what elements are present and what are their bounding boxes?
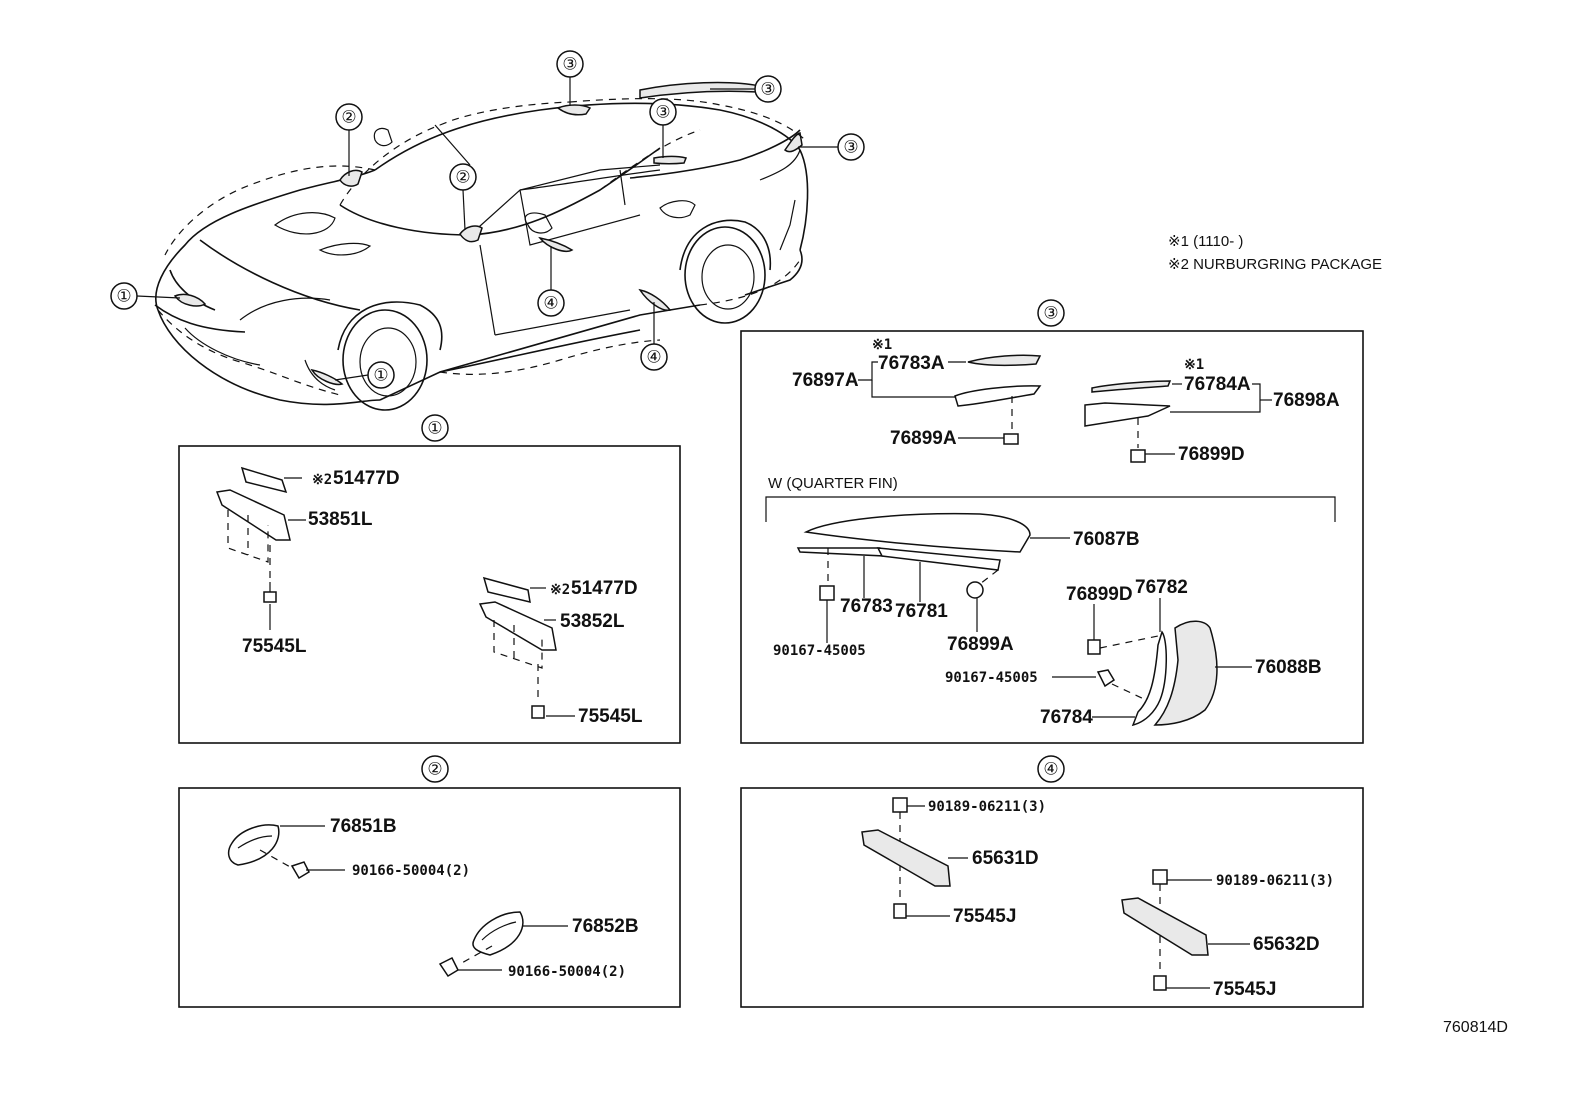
part-76087B: 76087B [1073, 529, 1140, 550]
callout-4-skirt: ④ [646, 348, 661, 367]
part-75545L-b: 75545L [578, 706, 643, 727]
part-76088B: 76088B [1255, 657, 1322, 678]
mark-2-b: ※2 [550, 582, 570, 598]
part-76897A: 76897A [792, 370, 859, 391]
section-1-label: ① [427, 419, 442, 438]
part-90189-06211-a: 90189-06211(3) [928, 799, 1046, 815]
part-76899A-top: 76899A [890, 428, 957, 449]
section-1-box [178, 445, 681, 744]
section-4-box [740, 787, 1364, 1008]
section-3: ③ ※1 76783A 76897A 76899A ※1 76784A 7689… [740, 299, 1364, 744]
car-illustration [154, 81, 809, 411]
part-90189-06211-b: 90189-06211(3) [1216, 873, 1334, 889]
part-76784: 76784 [1040, 707, 1093, 728]
part-90166-50004-a: 90166-50004(2) [352, 863, 470, 879]
callout-2-cowl: ② [455, 168, 470, 187]
part-90167-45005-a: 90167-45005 [773, 643, 866, 659]
part-76851B: 76851B [330, 816, 397, 837]
part-65631D: 65631D [972, 848, 1039, 869]
part-76784A: 76784A [1184, 374, 1251, 395]
part-76899D: 76899D [1066, 584, 1133, 605]
section-1: ① ※2 51477D 53851L 75545L ※2 51477D 5385… [178, 414, 681, 744]
part-51477D-b: 51477D [571, 578, 638, 599]
part-75545J-b: 75545J [1213, 979, 1276, 1000]
callout-4-door: ④ [543, 294, 558, 313]
callout-3-quarter: ③ [655, 103, 670, 122]
part-76899D-top: 76899D [1178, 444, 1245, 465]
note-2: ※2 NURBURGRING PACKAGE [1168, 256, 1382, 273]
part-76783: 76783 [840, 596, 893, 617]
callout-2-hood: ② [341, 108, 356, 127]
part-75545L-a: 75545L [242, 636, 307, 657]
part-75545J-a: 75545J [953, 906, 1016, 927]
section-4-label: ④ [1043, 760, 1058, 779]
part-53851L: 53851L [308, 509, 373, 530]
part-65632D: 65632D [1253, 934, 1320, 955]
part-76852B: 76852B [572, 916, 639, 937]
part-90166-50004-b: 90166-50004(2) [508, 964, 626, 980]
part-76783A: 76783A [878, 353, 945, 374]
figure-code: 760814D [1443, 1019, 1508, 1036]
section-4: ④ 90189-06211(3) 65631D 75545J 90189-062… [740, 755, 1364, 1008]
part-51477D-a: 51477D [333, 468, 400, 489]
section-2: ② 76851B 90166-50004(2) 76852B 90166-500… [178, 755, 681, 1008]
section-3-box [740, 330, 1364, 744]
car-callouts: ① ① ② ② ③ ③ ③ ③ ④ ④ [110, 50, 865, 389]
section-3-label: ③ [1043, 304, 1058, 323]
part-76781: 76781 [895, 601, 948, 622]
part-76899A: 76899A [947, 634, 1014, 655]
part-76782: 76782 [1135, 577, 1188, 598]
quarter-fin-label: W (QUARTER FIN) [768, 475, 898, 492]
callout-3-wing: ③ [760, 80, 775, 99]
car-callout-leaders [136, 77, 838, 381]
mark-1-b: ※1 [1184, 357, 1204, 373]
callout-3-roof: ③ [562, 55, 577, 74]
mark-2-a: ※2 [312, 472, 332, 488]
part-90167-45005-b: 90167-45005 [945, 670, 1038, 686]
part-53852L: 53852L [560, 611, 625, 632]
callout-1-lower: ① [373, 366, 388, 385]
part-76898A: 76898A [1273, 390, 1340, 411]
mark-1-a: ※1 [872, 337, 892, 353]
section-2-box [178, 787, 681, 1008]
callout-1-front: ① [116, 287, 131, 306]
section-2-label: ② [427, 760, 442, 779]
note-1: ※1 (1110- ) [1168, 233, 1243, 250]
callout-3-rear: ③ [843, 138, 858, 157]
